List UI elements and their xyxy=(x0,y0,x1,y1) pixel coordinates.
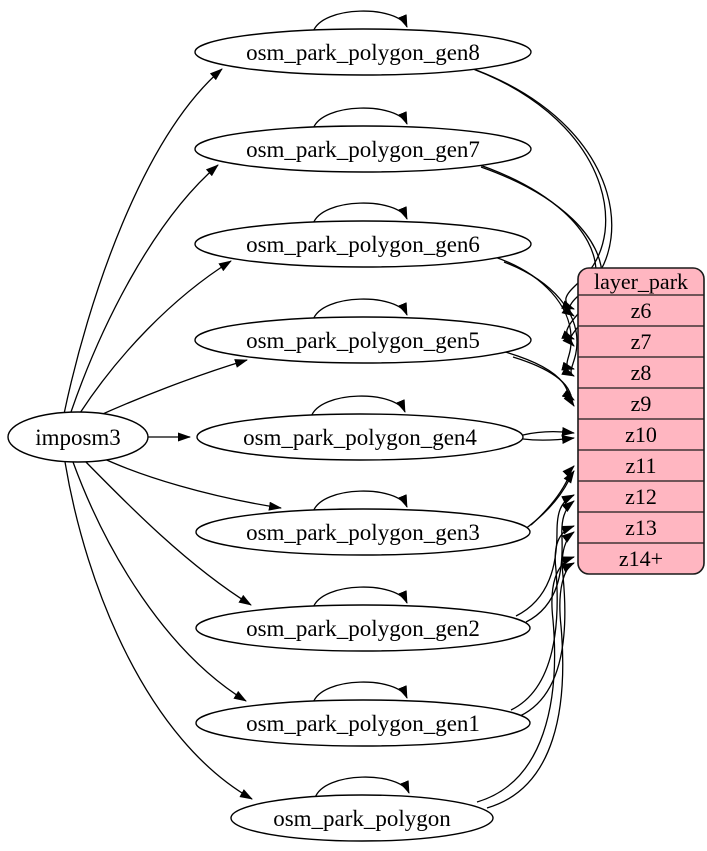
record-row-z11: z11 xyxy=(626,453,657,478)
edge-imposm3-to-gen1 xyxy=(72,461,247,702)
edge-gen3-to-z11-a xyxy=(530,465,575,526)
gen8-ellipse xyxy=(194,28,532,76)
self-loop-gen2 xyxy=(312,586,408,609)
edge-gen4-to-z10-b xyxy=(522,435,575,444)
edge-imposm3-to-gen5 xyxy=(95,359,248,418)
gen5-ellipse xyxy=(194,316,532,364)
gen6-label: osm_park_polygon_gen6 xyxy=(246,232,480,257)
self-loop-gen4 xyxy=(310,395,406,418)
edge-imposm3-to-polygon xyxy=(64,461,253,800)
gen2-label: osm_park_polygon_gen2 xyxy=(246,616,480,641)
gen1-ellipse xyxy=(195,699,531,747)
edge-imposm3-to-gen6 xyxy=(79,260,232,414)
self-loop-gen1 xyxy=(312,681,408,704)
gen2-ellipse xyxy=(195,604,531,652)
imposm3-label: imposm3 xyxy=(35,425,121,450)
layer-park-box xyxy=(577,267,705,575)
gen7-ellipse xyxy=(194,125,532,173)
edge-gen1-to-z13-b xyxy=(519,531,575,717)
edge-gen6-to-z8-b xyxy=(503,261,578,377)
record-row-z12: z12 xyxy=(625,484,657,509)
edge-gen8-to-z6-b xyxy=(475,69,613,317)
self-loop-gen3 xyxy=(312,490,408,513)
node-imposm3: imposm3 xyxy=(7,411,149,463)
self-loop-gen5 xyxy=(312,298,408,321)
edges-to-layer-park xyxy=(461,64,613,809)
node-osm-park-polygon-gen1: osm_park_polygon_gen1 xyxy=(195,699,531,747)
gen6-ellipse xyxy=(194,220,532,268)
record-row-z9: z9 xyxy=(631,391,652,416)
edge-gen8-to-z6-a xyxy=(461,64,607,310)
node-osm-park-polygon: osm_park_polygon xyxy=(230,794,494,842)
node-osm-park-polygon-gen3: osm_park_polygon_gen3 xyxy=(195,508,531,556)
self-loop-polygon xyxy=(314,776,410,799)
node-osm-park-polygon-gen8: osm_park_polygon_gen8 xyxy=(194,28,532,76)
edge-gen5-to-z9-a xyxy=(501,350,575,401)
self-loop-gen6 xyxy=(312,202,408,225)
polygon-label: osm_park_polygon xyxy=(273,806,451,831)
edge-gen1-to-z13-a xyxy=(510,525,575,711)
record-row-z14: z14+ xyxy=(619,546,663,571)
self-loop-gen8 xyxy=(312,10,408,33)
gen5-label: osm_park_polygon_gen5 xyxy=(246,328,480,353)
node-osm-park-polygon-gen4: osm_park_polygon_gen4 xyxy=(196,413,524,461)
gen3-label: osm_park_polygon_gen3 xyxy=(246,520,480,545)
edge-gen3-to-z11-b xyxy=(520,470,575,533)
edge-polygon-to-z14-a xyxy=(476,556,575,803)
gen4-label: osm_park_polygon_gen4 xyxy=(243,425,477,450)
polygon-ellipse xyxy=(230,794,494,842)
gen8-label: osm_park_polygon_gen8 xyxy=(246,40,480,65)
edge-imposm3-to-gen8 xyxy=(63,68,223,415)
node-osm-park-polygon-gen7: osm_park_polygon_gen7 xyxy=(194,125,532,173)
gen4-ellipse xyxy=(196,413,524,461)
edge-imposm3-to-gen2 xyxy=(83,459,252,606)
imposm3-ellipse xyxy=(7,411,149,463)
node-osm-park-polygon-gen5: osm_park_polygon_gen5 xyxy=(194,316,532,364)
gen1-label: osm_park_polygon_gen1 xyxy=(246,711,480,736)
gen3-ellipse xyxy=(195,508,531,556)
gen7-label: osm_park_polygon_gen7 xyxy=(246,137,480,162)
self-loop-edges xyxy=(310,10,410,799)
record-row-z8: z8 xyxy=(631,360,652,385)
layer-park-title: layer_park xyxy=(594,269,688,294)
record-node-layer-park: layer_park z6 z7 z8 z9 z10 z11 z12 z13 z… xyxy=(577,267,705,575)
edge-imposm3-to-gen3 xyxy=(97,455,282,511)
edge-gen5-to-z9-b xyxy=(512,356,575,407)
record-row-z10: z10 xyxy=(625,422,657,447)
edge-polygon-to-z14-b xyxy=(486,562,575,809)
self-loop-gen7 xyxy=(312,107,408,130)
record-row-z6: z6 xyxy=(631,298,652,323)
edges-from-imposm3 xyxy=(63,68,282,800)
record-row-z7: z7 xyxy=(631,329,652,354)
record-row-z13: z13 xyxy=(625,515,657,540)
edge-gen4-to-z10-a xyxy=(522,427,575,436)
edge-imposm3-to-gen7 xyxy=(70,164,219,413)
node-osm-park-polygon-gen6: osm_park_polygon_gen6 xyxy=(194,220,532,268)
node-osm-park-polygon-gen2: osm_park_polygon_gen2 xyxy=(195,604,531,652)
